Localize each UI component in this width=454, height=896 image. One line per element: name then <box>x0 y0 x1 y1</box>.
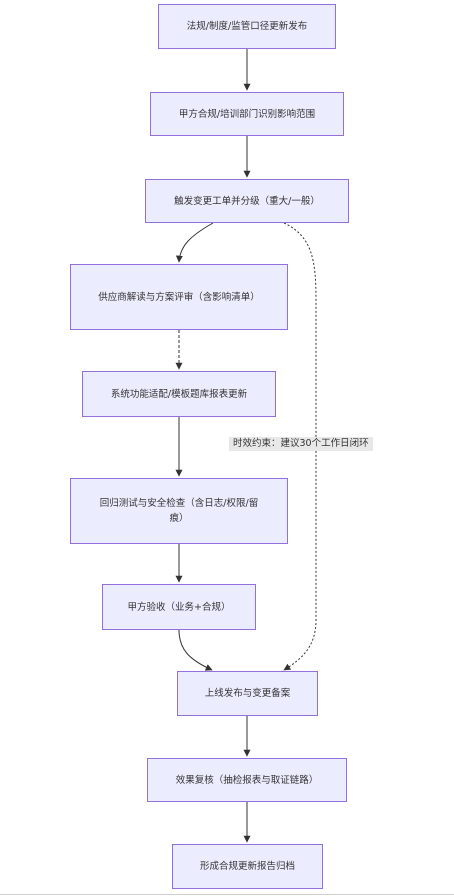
node-trigger-ticket: 触发变更工单并分级（重大/一般） <box>145 179 349 223</box>
node-client-acceptance: 甲方验收（业务+合规） <box>102 584 256 630</box>
node-regression-test: 回归测试与安全检查（含日志/权限/留痕） <box>70 478 288 544</box>
edge-label-timeliness: 时效约束：建议30个工作日闭环 <box>229 437 373 451</box>
node-system-adaptation: 系统功能适配/模板题库报表更新 <box>82 371 276 417</box>
node-supplier-review: 供应商解读与方案评审（含影响清单） <box>70 264 288 330</box>
edge-n7-n8 <box>178 629 213 671</box>
node-archive-report: 形成合规更新报告归档 <box>172 844 323 889</box>
edge-n3-n8-dotted <box>283 222 317 671</box>
node-identify-impact: 甲方合规/培训部门识别影响范围 <box>150 92 344 136</box>
bottom-divider <box>0 894 454 895</box>
node-effect-review: 效果复核（抽检报表与取证链路） <box>147 758 347 802</box>
node-release-filing: 上线发布与变更备案 <box>177 671 318 716</box>
node-regulation-update: 法规/制度/监管口径更新发布 <box>158 4 336 49</box>
edge-n3-n4 <box>175 222 214 263</box>
